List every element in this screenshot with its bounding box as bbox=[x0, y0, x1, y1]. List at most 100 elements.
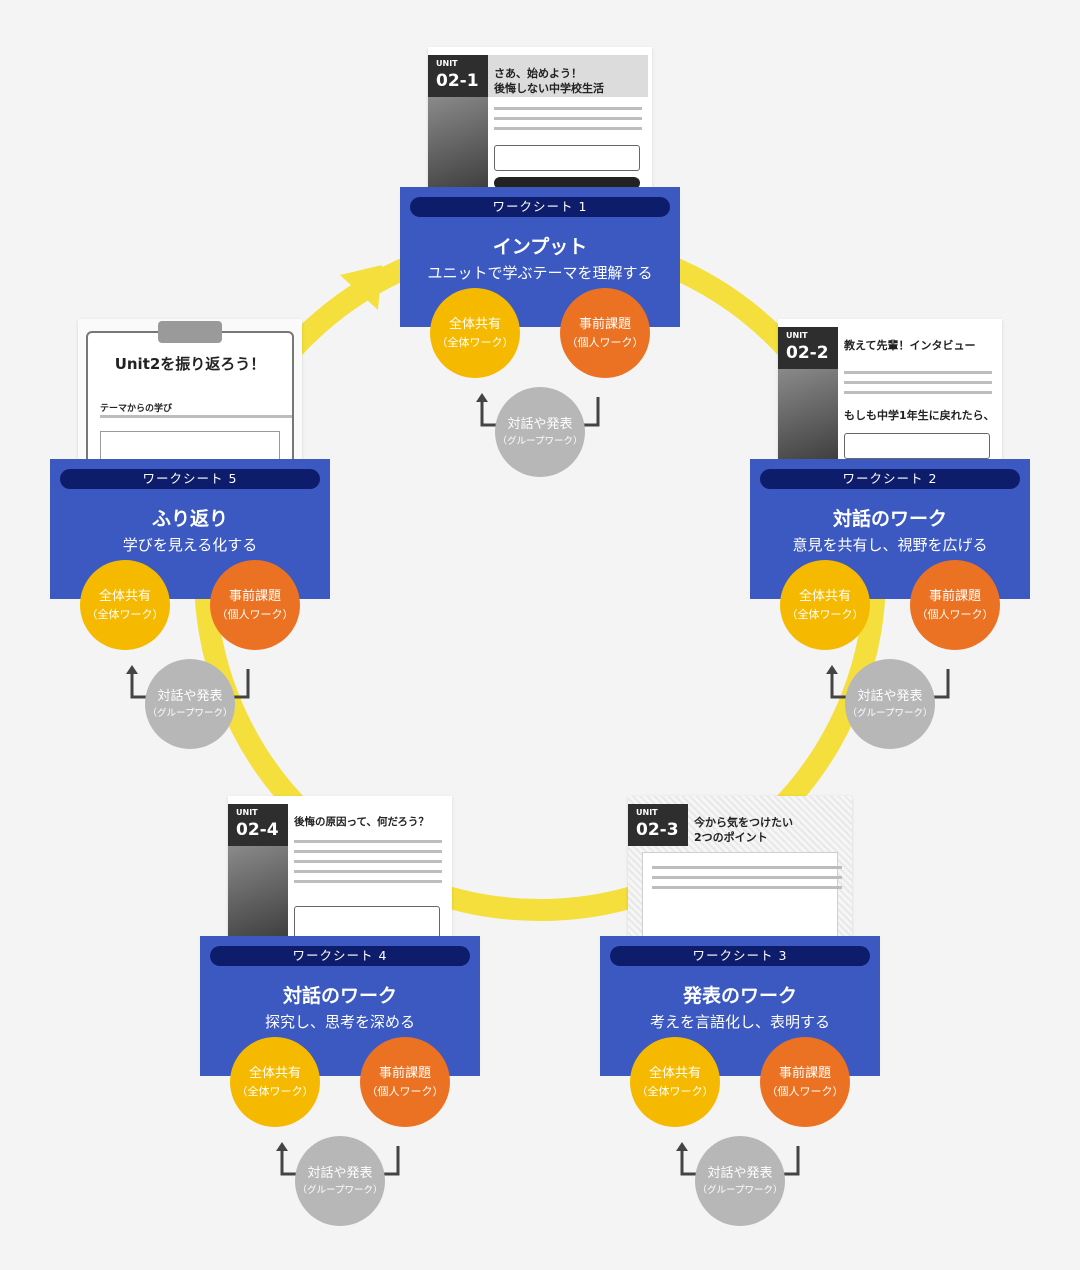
worksheet-2-thumbnail: UNIT 02-2 教えて先輩！インタビュー もしも中学1年生に戻れたら、 bbox=[778, 319, 1002, 464]
thumb-text-lines bbox=[844, 371, 992, 401]
thumb-unit-number: 02-3 bbox=[636, 820, 679, 840]
thumb-unit-number: 02-1 bbox=[436, 71, 479, 91]
pre-task-circle: 事前課題 （個人ワーク） bbox=[560, 288, 650, 378]
thumb-title: 今から気をつけたい bbox=[694, 816, 793, 829]
talk-sublabel: （グループワーク） bbox=[147, 707, 233, 719]
pre-task-label: 事前課題 bbox=[928, 588, 981, 604]
talk-circle: 対話や発表 （グループワーク） bbox=[495, 387, 585, 477]
pre-task-label: 事前課題 bbox=[378, 1065, 431, 1081]
thumb-unit-badge: UNIT 02-4 bbox=[228, 804, 288, 846]
talk-label: 対話や発表 bbox=[157, 688, 223, 704]
share-label: 全体共有 bbox=[98, 588, 151, 604]
share-sublabel: （全体ワーク） bbox=[236, 1084, 314, 1098]
thumb-title: 後悔の原因って、何だろう？ bbox=[294, 816, 429, 828]
thumb-text-lines bbox=[652, 866, 842, 896]
thumb-box bbox=[100, 431, 280, 464]
pre-task-circle: 事前課題 （個人ワーク） bbox=[210, 560, 300, 650]
worksheet-3-thumbnail: UNIT 02-3 今から気をつけたい 2つのポイント bbox=[628, 796, 852, 941]
talk-label: 対話や発表 bbox=[857, 688, 923, 704]
talk-circle: 対話や発表 （グループワーク） bbox=[695, 1136, 785, 1226]
worksheet-subtitle: 考えを言語化し、表明する bbox=[649, 1013, 830, 1031]
thumb-photo bbox=[778, 369, 838, 464]
share-sublabel: （全体ワーク） bbox=[86, 607, 164, 621]
pre-task-sublabel: （個人ワーク） bbox=[916, 607, 994, 621]
thumb-title-band bbox=[488, 55, 648, 97]
talk-sublabel: （グループワーク） bbox=[297, 1184, 383, 1196]
thumb-unit-label: UNIT bbox=[636, 808, 658, 817]
worksheet-3-cluster: UNIT 02-3 今から気をつけたい 2つのポイント ワークシート 3 発表の… bbox=[600, 796, 880, 1270]
pre-task-sublabel: （個人ワーク） bbox=[216, 607, 294, 621]
pre-task-sublabel: （個人ワーク） bbox=[366, 1084, 444, 1098]
thumb-unit-label: UNIT bbox=[236, 808, 258, 817]
worksheet-4-thumbnail: UNIT 02-4 後悔の原因って、何だろう？ bbox=[228, 796, 452, 941]
thumb-photo bbox=[228, 846, 288, 941]
thumb-unit-badge: UNIT 02-1 bbox=[428, 55, 488, 97]
thumb-unit-badge: UNIT 02-2 bbox=[778, 327, 838, 369]
thumb-title-2: 後悔しない中学校生活 bbox=[494, 82, 604, 95]
thumb-bar bbox=[494, 177, 640, 189]
thumb-photo bbox=[428, 97, 488, 192]
pre-task-circle: 事前課題 （個人ワーク） bbox=[910, 560, 1000, 650]
share-label: 全体共有 bbox=[448, 316, 501, 332]
thumb-text-lines bbox=[494, 107, 642, 137]
talk-sublabel: （グループワーク） bbox=[697, 1184, 783, 1196]
thumb-box bbox=[494, 145, 640, 171]
thumb-unit-badge: UNIT 02-3 bbox=[628, 804, 688, 846]
worksheet-label: ワークシート 1 bbox=[410, 197, 670, 217]
thumb-title-2: もしも中学1年生に戻れたら、 bbox=[844, 409, 995, 422]
talk-sublabel: （グループワーク） bbox=[497, 435, 583, 447]
pre-task-label: 事前課題 bbox=[578, 316, 631, 332]
worksheet-2-cluster: UNIT 02-2 教えて先輩！インタビュー もしも中学1年生に戻れたら、 ワー… bbox=[750, 319, 1030, 799]
thumb-title: さあ、始めよう！ bbox=[494, 67, 582, 80]
thumb-title: Unit2を振り返ろう！ bbox=[114, 355, 266, 373]
worksheet-5-cluster: Unit2を振り返ろう！ テーマからの学び ワークシート 5 ふり返り 学びを見… bbox=[50, 319, 330, 799]
talk-label: 対話や発表 bbox=[307, 1165, 373, 1181]
talk-circle: 対話や発表 （グループワーク） bbox=[145, 659, 235, 749]
worksheet-label: ワークシート 3 bbox=[610, 946, 870, 966]
pre-task-sublabel: （個人ワーク） bbox=[566, 335, 644, 349]
worksheet-label: ワークシート 4 bbox=[210, 946, 470, 966]
thumb-box bbox=[294, 906, 440, 940]
share-circle: 全体共有 （全体ワーク） bbox=[630, 1037, 720, 1127]
pre-task-circle: 事前課題 （個人ワーク） bbox=[360, 1037, 450, 1127]
thumb-title: 教えて先輩！インタビュー bbox=[844, 339, 976, 352]
worksheet-title: 対話のワーク bbox=[832, 508, 947, 530]
worksheet-title: インプット bbox=[492, 236, 588, 258]
share-circle: 全体共有 （全体ワーク） bbox=[780, 560, 870, 650]
share-label: 全体共有 bbox=[648, 1065, 701, 1081]
worksheet-label: ワークシート 5 bbox=[60, 469, 320, 489]
worksheet-subtitle: ユニットで学ぶテーマを理解する bbox=[427, 264, 653, 282]
worksheet-title: 発表のワーク bbox=[682, 985, 797, 1007]
thumb-unit-number: 02-4 bbox=[236, 820, 279, 840]
worksheet-subtitle: 学びを見える化する bbox=[122, 536, 258, 554]
thumb-unit-number: 02-2 bbox=[786, 343, 829, 363]
thumb-box bbox=[844, 433, 990, 459]
thumb-title-2: テーマからの学び bbox=[100, 404, 173, 414]
pre-task-circle: 事前課題 （個人ワーク） bbox=[760, 1037, 850, 1127]
share-circle: 全体共有 （全体ワーク） bbox=[430, 288, 520, 378]
share-sublabel: （全体ワーク） bbox=[436, 335, 514, 349]
worksheet-subtitle: 意見を共有し、視野を広げる bbox=[792, 536, 988, 554]
pre-task-sublabel: （個人ワーク） bbox=[766, 1084, 844, 1098]
thumb-unit-label: UNIT bbox=[436, 59, 458, 68]
share-circle: 全体共有 （全体ワーク） bbox=[80, 560, 170, 650]
thumb-text-lines bbox=[100, 415, 292, 425]
worksheet-1-cluster: UNIT 02-1 さあ、始めよう！ 後悔しない中学校生活 ワークシート 1 イ… bbox=[400, 47, 680, 527]
worksheet-title: 対話のワーク bbox=[282, 985, 397, 1007]
thumb-title-2: 2つのポイント bbox=[694, 831, 768, 844]
worksheet-subtitle: 探究し、思考を深める bbox=[264, 1013, 415, 1031]
worksheet-label: ワークシート 2 bbox=[760, 469, 1020, 489]
share-sublabel: （全体ワーク） bbox=[786, 607, 864, 621]
worksheet-4-cluster: UNIT 02-4 後悔の原因って、何だろう？ ワークシート 4 対話のワーク … bbox=[200, 796, 480, 1270]
thumb-text-lines bbox=[294, 840, 442, 890]
pre-task-label: 事前課題 bbox=[228, 588, 281, 604]
talk-label: 対話や発表 bbox=[707, 1165, 773, 1181]
share-circle: 全体共有 （全体ワーク） bbox=[230, 1037, 320, 1127]
thumb-clipboard bbox=[86, 331, 294, 464]
thumb-clip bbox=[158, 321, 222, 343]
share-sublabel: （全体ワーク） bbox=[636, 1084, 714, 1098]
ring-arrowhead bbox=[340, 265, 382, 310]
share-label: 全体共有 bbox=[798, 588, 851, 604]
talk-sublabel: （グループワーク） bbox=[847, 707, 933, 719]
